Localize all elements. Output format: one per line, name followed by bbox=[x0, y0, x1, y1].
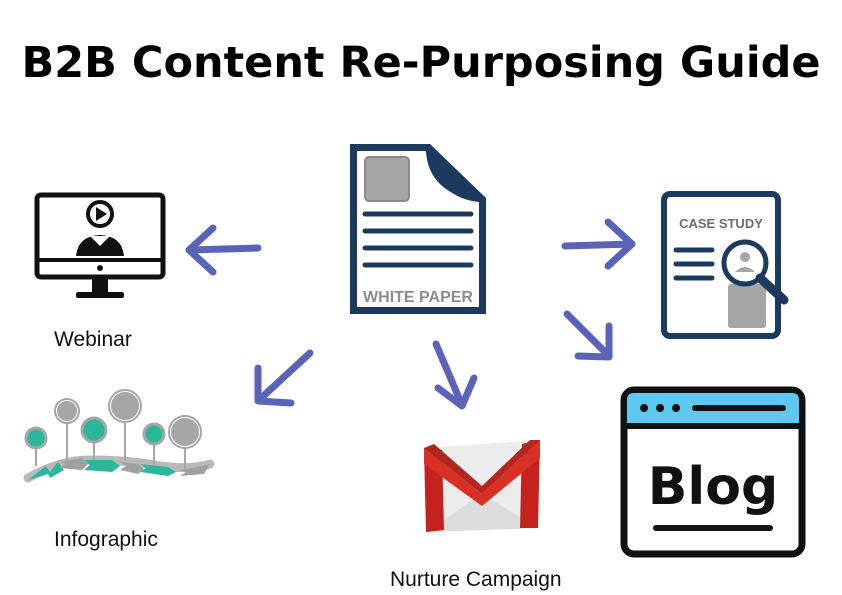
case-study-text: CASE STUDY bbox=[679, 216, 763, 231]
webinar-label: Webinar bbox=[54, 328, 132, 351]
blog-browser-window-icon: Blog bbox=[620, 386, 806, 558]
nurture-campaign-label: Nurture Campaign bbox=[390, 568, 562, 591]
gmail-envelope-icon bbox=[424, 440, 540, 532]
case-study-magnifier-icon: CASE STUDY bbox=[661, 191, 789, 339]
white-paper-document-icon: WHITE PAPER bbox=[350, 144, 486, 314]
white-paper-text: WHITE PAPER bbox=[363, 289, 473, 306]
infographic-timeline-icon bbox=[23, 389, 215, 483]
blog-text: Blog bbox=[648, 457, 778, 517]
webinar-monitor-icon bbox=[34, 192, 166, 298]
page-title: B2B Content Re-Purposing Guide bbox=[21, 38, 821, 88]
infographic-label: Infographic bbox=[54, 528, 158, 551]
